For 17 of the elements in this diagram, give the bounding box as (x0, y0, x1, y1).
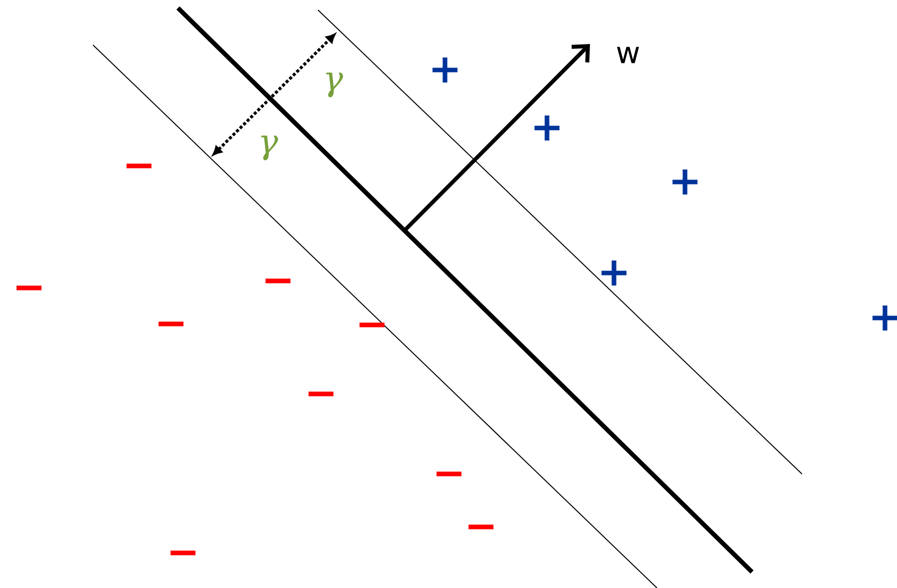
plus-sign: + (672, 170, 698, 194)
minus-sign: − (16, 286, 42, 290)
plus-sign: + (534, 116, 560, 140)
minus-sign: − (266, 278, 290, 284)
axis-label: w (617, 46, 639, 64)
plus-sign: + (602, 260, 626, 286)
margin-label: γ (261, 136, 278, 160)
minus-sign: − (360, 322, 384, 328)
minus-sign: − (308, 392, 334, 396)
minus-sign: − (436, 472, 462, 476)
minus-sign: − (468, 524, 494, 530)
margin-label: γ (326, 72, 344, 98)
minus-sign: − (126, 164, 152, 168)
plus-sign: + (432, 58, 458, 82)
minus-sign: − (158, 322, 184, 326)
plus-sign: + (872, 306, 897, 330)
minus-sign: − (170, 550, 196, 556)
